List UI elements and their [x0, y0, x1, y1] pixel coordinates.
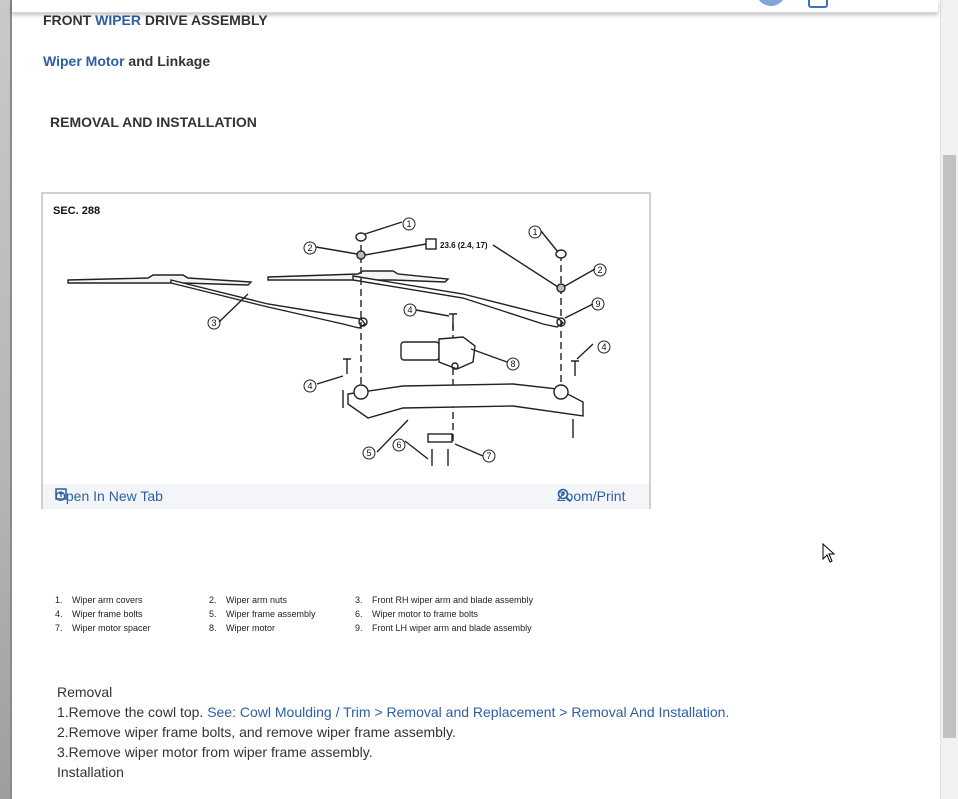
lh-wiper-arm [352, 275, 565, 328]
step-3: 3.Remove wiper motor from wiper frame as… [57, 744, 373, 760]
rh-pivot [358, 317, 368, 327]
title-part-1: FRONT [43, 12, 96, 28]
step-2: 2.Remove wiper frame bolts, and remove w… [57, 724, 456, 740]
callout-1b: 1 [532, 227, 537, 237]
mouse-cursor-icon [822, 543, 836, 563]
callout-leaders [218, 221, 596, 460]
callout-7: 7 [486, 451, 491, 461]
section-label: SEC. 288 [53, 205, 100, 217]
callout-4b: 4 [307, 381, 312, 391]
notification-icon[interactable] [808, 0, 828, 8]
subtitle-highlight: Wiper Motor [43, 53, 125, 69]
page-title: FRONT WIPER DRIVE ASSEMBLY [43, 12, 268, 28]
callout-4a: 4 [407, 305, 412, 315]
rh-arm-nut [356, 250, 366, 260]
procedure-heading: REMOVAL AND INSTALLATION [50, 114, 257, 130]
procedure-steps: Removal 1.Remove the cowl top. See: Cowl… [57, 682, 729, 782]
user-avatar[interactable] [756, 0, 786, 6]
wiper-assembly-figure: SEC. 288 23.6 (2.4, 17) [41, 192, 651, 509]
scrollbar-thumb[interactable] [943, 155, 956, 738]
callout-5: 5 [366, 448, 371, 458]
open-new-tab-button[interactable]: Open In New Tab [55, 488, 163, 504]
legend-item: 8.Wiper motor [209, 623, 276, 633]
wiper-motor-body [400, 341, 440, 361]
frame-pivot-right [553, 384, 569, 400]
installation-heading: Installation [57, 764, 124, 780]
cowl-top-link[interactable]: See: Cowl Moulding / Trim > Removal and … [207, 704, 730, 720]
legend-item: 7.Wiper motor spacer [55, 623, 151, 633]
frame-bolt-left [343, 358, 351, 374]
torque-spec: 23.6 (2.4, 17) [440, 241, 488, 250]
legend-item: 5.Wiper frame assembly [209, 609, 316, 619]
title-part-2: DRIVE ASSEMBLY [141, 12, 268, 28]
legend-item: 2.Wiper arm nuts [209, 595, 288, 605]
callout-2a: 2 [307, 243, 312, 253]
frame-pivot-left [353, 384, 369, 400]
lh-arm-cover [555, 249, 567, 259]
page-subtitle: Wiper Motor and Linkage [43, 53, 210, 69]
step-1: 1.Remove the cowl top. See: Cowl Mouldin… [57, 704, 730, 720]
legend-item: 1.Wiper arm covers [55, 595, 143, 605]
zoom-print-label: Zoom/Print [557, 488, 626, 504]
callout-9: 9 [595, 299, 600, 309]
callout-1a: 1 [406, 219, 411, 229]
subtitle-rest: and Linkage [124, 53, 211, 69]
rh-wiper-arm [170, 279, 367, 329]
wiper-frame [347, 383, 584, 419]
frame-bolt-right [571, 360, 579, 376]
zoom-print-button[interactable]: Zoom/Print [557, 488, 625, 504]
rh-wiper-blade [67, 274, 253, 286]
motor-shaft [451, 362, 459, 370]
callout-3: 3 [211, 318, 216, 328]
lh-arm-nut [556, 283, 566, 293]
open-new-tab-icon [55, 488, 67, 500]
figure-toolbar: Open In New Tab Zoom/Print [43, 484, 649, 509]
callout-2b: 2 [597, 265, 602, 275]
motor-bolt [449, 313, 457, 329]
vertical-scrollbar[interactable] [940, 0, 958, 799]
zoom-icon [557, 488, 572, 503]
wiper-motor-gearbox [438, 336, 476, 370]
wiper-diagram: SEC. 288 23.6 (2.4, 17) [53, 205, 611, 466]
callout-4c: 4 [601, 342, 606, 352]
torque-leader [364, 243, 559, 288]
callout-6: 6 [396, 440, 401, 450]
open-new-tab-label: Open In New Tab [55, 488, 163, 504]
title-highlight: WIPER [95, 12, 141, 28]
motor-to-frame-bolts [431, 449, 449, 466]
legend-item: 6.Wiper motor to frame bolts [355, 609, 479, 619]
torque-icon [425, 238, 437, 250]
legend-item: 3.Front RH wiper arm and blade assembly [355, 595, 534, 605]
rh-arm-cover [355, 232, 367, 242]
legend-item: 9.Front LH wiper arm and blade assembly [355, 623, 532, 633]
removal-heading: Removal [57, 684, 113, 700]
window-edge-line [10, 0, 12, 799]
top-toolbar [12, 0, 938, 13]
legend-item: 4.Wiper frame bolts [55, 609, 143, 619]
callout-8: 8 [510, 359, 515, 369]
background-window-edge [0, 0, 12, 799]
motor-spacer [427, 433, 453, 443]
